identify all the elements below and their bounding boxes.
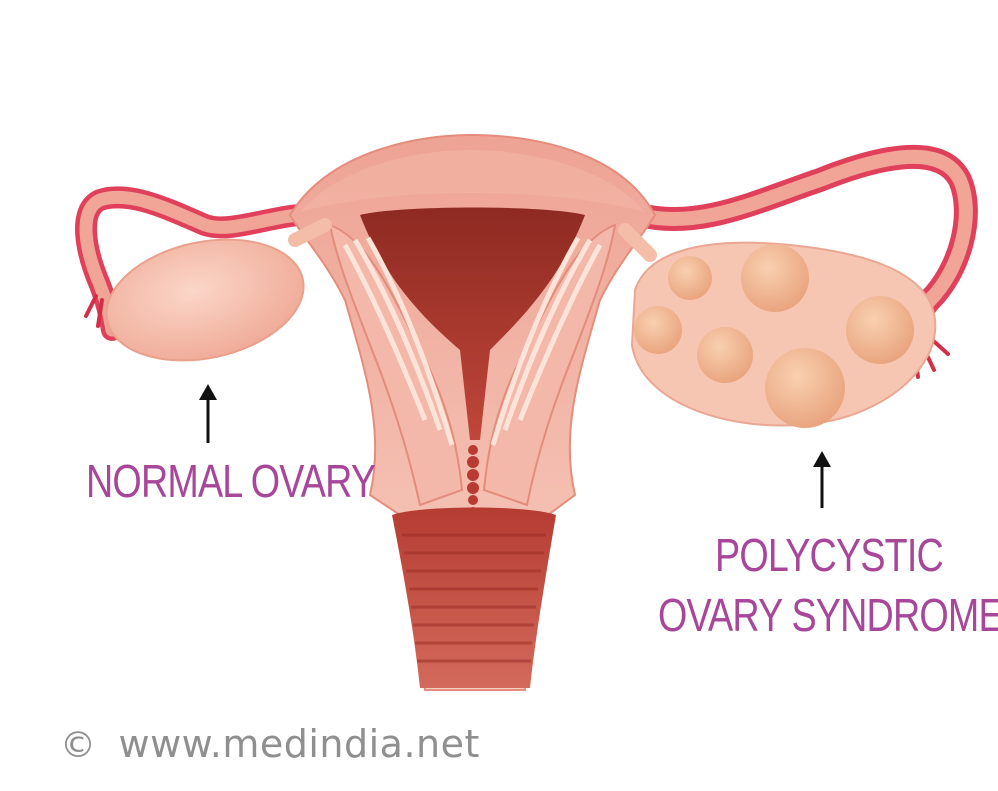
cyst — [846, 296, 914, 364]
polycystic-ovary — [625, 230, 935, 428]
copyright-icon: © — [60, 725, 97, 766]
cyst — [668, 256, 712, 300]
uterus — [290, 135, 655, 690]
arrow-up-icon — [199, 384, 217, 443]
pcos-label-line-2: OVARY SYNDROME — [658, 592, 998, 638]
cyst — [741, 244, 809, 312]
normal-ovary — [95, 222, 325, 377]
normal-ovary-label: NORMAL OVARY — [86, 458, 375, 504]
arrow-up-icon — [813, 451, 831, 508]
cyst — [634, 306, 682, 354]
cyst — [697, 327, 753, 383]
pcos-label-line-1: POLYCYSTIC — [715, 532, 943, 578]
copyright-notice: © www.medindia.net — [60, 722, 480, 766]
cyst — [765, 348, 845, 428]
website-url: www.medindia.net — [119, 722, 480, 766]
